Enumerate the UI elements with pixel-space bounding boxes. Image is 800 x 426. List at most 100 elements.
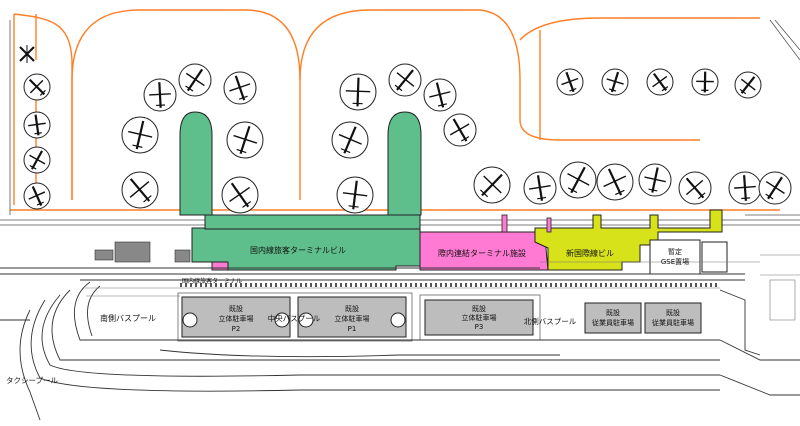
parking-stall-marker: [570, 283, 572, 287]
parking-stall-marker: [340, 283, 342, 287]
parking-stall-marker: [400, 283, 402, 287]
pink-annex: [212, 262, 228, 270]
p3-label-1: 既設: [472, 304, 486, 313]
parking-stall-marker: [290, 283, 292, 287]
parking-stall-marker: [565, 283, 567, 287]
parking-stall-marker: [700, 283, 702, 287]
parking-stall-marker: [455, 283, 457, 287]
parking-stall-marker: [510, 283, 512, 287]
parking-stall-marker: [525, 283, 527, 287]
parking-stall-marker: [495, 283, 497, 287]
parking-stall-marker: [590, 283, 592, 287]
taxiline-left-loop: [14, 14, 72, 205]
p2-label-3: P2: [232, 325, 241, 333]
parking-stall-marker: [385, 283, 387, 287]
left-service-buildings: [95, 242, 190, 262]
emp2-label-2: 従業員駐車場: [652, 318, 694, 327]
taxi-pool-label: タクシープール: [6, 376, 59, 385]
parking-stall-marker: [275, 283, 277, 287]
plane-icon: [20, 45, 34, 63]
domestic-terminal-label: 国内線旅客ターミナルビル: [250, 245, 346, 255]
emp1-label-2: 従業員駐車場: [592, 318, 634, 327]
parking-stall-marker: [405, 283, 407, 287]
parking-stall-marker: [645, 283, 647, 287]
p2-label-2: 立体駐車場: [219, 314, 254, 323]
road-network: [0, 268, 800, 420]
p2-label-1: 既設: [229, 304, 243, 313]
parking-stall-marker: [535, 283, 537, 287]
parking-stall-marker: [440, 283, 442, 287]
parking-stall-marker: [430, 283, 432, 287]
parking-stall-marker: [320, 283, 322, 287]
small-domestic-label: 国内線旅客ターミナル: [182, 277, 242, 285]
parking-stall-marker: [450, 283, 452, 287]
parking-stall-marker: [375, 283, 377, 287]
parking-stall-marker: [620, 283, 622, 287]
parking-stall-marker: [670, 283, 672, 287]
domestic-terminal-apron-strip: [205, 215, 420, 229]
parking-stall-marker: [715, 283, 717, 287]
parking-stall-marker: [520, 283, 522, 287]
parking-stall-marker: [470, 283, 472, 287]
parking-stall-marker: [435, 283, 437, 287]
emp1-label-1: 既設: [606, 308, 620, 317]
parking-stall-marker: [560, 283, 562, 287]
parking-stall-marker: [630, 283, 632, 287]
bus-south-label: 南側バスプール: [100, 313, 156, 323]
parking-stall-marker: [345, 283, 347, 287]
p3-label-2: 立体駐車場: [462, 313, 497, 322]
parking-stall-marker: [490, 283, 492, 287]
connector-label: 際内連結ターミナル施設: [438, 248, 526, 258]
parking-stall-marker: [595, 283, 597, 287]
p1-label-2: 立体駐車場: [335, 314, 370, 323]
parking-stall-marker: [690, 283, 692, 287]
parking-stall-marker: [355, 283, 357, 287]
parking-stall-marker: [460, 283, 462, 287]
parking-stall-marker: [695, 283, 697, 287]
parking-stall-marker: [575, 283, 577, 287]
parking-stall-marker: [505, 283, 507, 287]
parking-stall-marker: [600, 283, 602, 287]
parking-stall-marker: [310, 283, 312, 287]
parking-stall-marker: [550, 283, 552, 287]
international-label: 新国際線ビル: [566, 248, 614, 258]
parking-stall-marker: [710, 283, 712, 287]
connector-bridge-2: [547, 218, 551, 232]
parking-stall-marker: [265, 283, 267, 287]
bus-center-label: 中央バスプール: [268, 313, 321, 323]
parking-stall-marker: [390, 283, 392, 287]
parking-stall-marker: [415, 283, 417, 287]
parking-stall-marker: [685, 283, 687, 287]
parking-stall-marker: [650, 283, 652, 287]
parking-stall-marker: [705, 283, 707, 287]
gse-side: [702, 242, 727, 272]
p3-label-3: P3: [475, 323, 484, 331]
parking-stall-marker: [500, 283, 502, 287]
parking-stall-marker: [370, 283, 372, 287]
parking-stall-marker: [640, 283, 642, 287]
parking-stall-marker: [540, 283, 542, 287]
parking-stall-marker: [605, 283, 607, 287]
connector-bridge-1: [502, 215, 507, 232]
parking-emp2: [645, 303, 701, 333]
parking-stall-marker: [315, 283, 317, 287]
parking-structures: [182, 297, 701, 337]
parking-stall-marker: [515, 283, 517, 287]
parking-stall-marker: [545, 283, 547, 287]
gse-area: [650, 240, 700, 274]
parking-stall-marker: [270, 283, 272, 287]
parking-stall-marker: [295, 283, 297, 287]
p1-label-3: P1: [348, 325, 357, 333]
parking-stall-marker: [410, 283, 412, 287]
parking-stall-marker: [585, 283, 587, 287]
parking-stall-markers: [180, 283, 717, 287]
parking-stall-marker: [475, 283, 477, 287]
parking-stall-marker: [280, 283, 282, 287]
p1-label-1: 既設: [345, 304, 359, 313]
parking-stall-marker: [395, 283, 397, 287]
parking-stall-marker: [675, 283, 677, 287]
parking-stall-marker: [615, 283, 617, 287]
parking-stall-marker: [380, 283, 382, 287]
taxiline-right: [520, 18, 760, 140]
